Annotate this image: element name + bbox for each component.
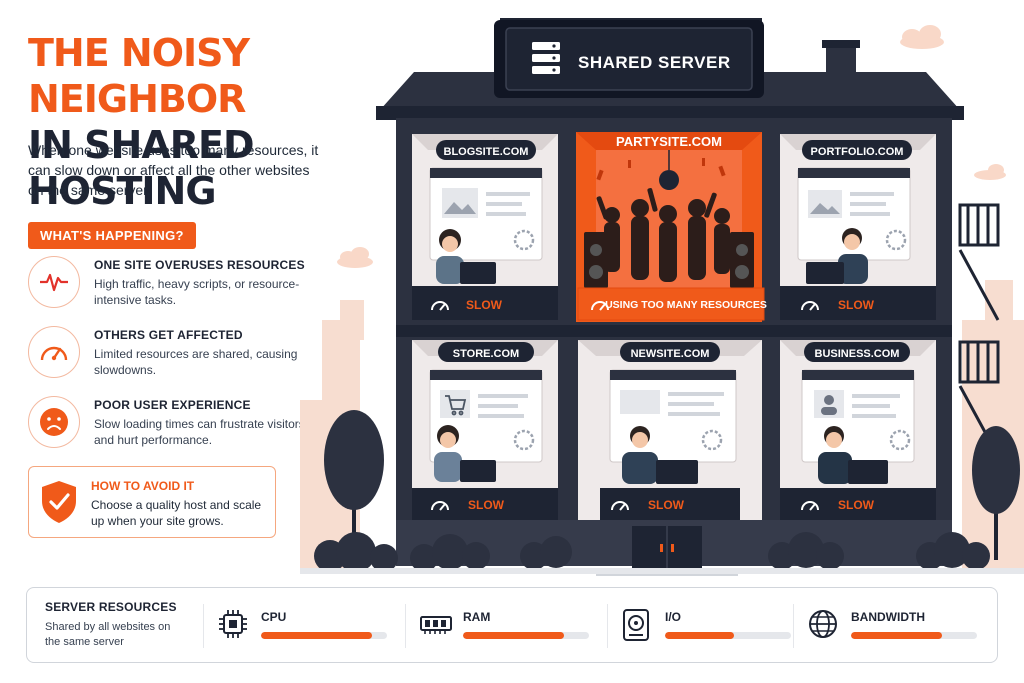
- loading-spinner-icon: [889, 429, 911, 451]
- shared-server-building-illustration: SHARED SERVER BLOGSITE.COM SLOW: [300, 18, 1024, 576]
- usage-fill: [851, 632, 942, 639]
- ram-module-icon: [419, 608, 453, 645]
- server-resources-panel: SERVER RESOURCES Shared by all websites …: [26, 587, 998, 663]
- server-rack-icon: [532, 42, 560, 74]
- fire-escape: [958, 203, 1000, 457]
- speedometer-icon: [28, 326, 80, 378]
- point-experience: POOR USER EXPERIENCE Slow loading times …: [28, 396, 328, 456]
- avoid-desc: Choose a quality host and scale up when …: [91, 498, 262, 528]
- cloud-decoration: [337, 25, 1006, 268]
- room-partysite: PARTYSITE.COM USING TOO MANY RESOURCES: [576, 132, 767, 322]
- cpu-chip-icon: [217, 608, 249, 645]
- room-store: STORE.COM SLOW: [412, 340, 558, 520]
- status-badge: SLOW: [838, 298, 875, 312]
- speedometer-icon: [801, 301, 819, 311]
- sign-text: SHARED SERVER: [578, 53, 731, 72]
- site-label: BUSINESS.COM: [815, 348, 900, 360]
- resource-label: BANDWIDTH: [851, 610, 925, 624]
- how-to-avoid-box: HOW TO AVOID IT Choose a quality host an…: [28, 466, 276, 538]
- tree-right: [972, 426, 1020, 560]
- resource-cpu: CPU: [217, 602, 387, 650]
- status-badge: SLOW: [466, 298, 503, 312]
- resource-label: RAM: [463, 610, 491, 624]
- image-placeholder-icon: [810, 203, 840, 214]
- page-title: THE NOISY NEIGHBOR IN SHARED HOSTING: [28, 30, 388, 214]
- status-badge: SLOW: [468, 498, 505, 512]
- usage-fill: [261, 632, 372, 639]
- heartbeat-icon: [28, 256, 80, 308]
- loading-spinner-icon: [513, 429, 535, 451]
- resource-bandwidth: BANDWIDTH: [807, 602, 977, 650]
- shield-check-icon: [39, 479, 79, 530]
- disco-ball-icon: [659, 170, 679, 190]
- point-overuse: ONE SITE OVERUSES RESOURCES High traffic…: [28, 256, 328, 316]
- user-profile-icon: [821, 395, 837, 415]
- shared-server-sign: SHARED SERVER: [494, 18, 764, 98]
- speedometer-icon: [431, 301, 449, 311]
- site-label: STORE.COM: [453, 348, 519, 360]
- speedometer-icon: [611, 501, 629, 511]
- usage-fill: [665, 632, 735, 639]
- title-line-2: IN SHARED HOSTING: [28, 123, 255, 213]
- speedometer-icon: [591, 301, 609, 311]
- point-desc: Slow loading times can frustrate visitor…: [94, 417, 305, 447]
- point-desc: High traffic, heavy scripts, or resource…: [94, 277, 300, 307]
- ground-line: [300, 568, 1024, 574]
- usage-bar: [261, 632, 387, 639]
- hard-drive-icon: [621, 608, 651, 647]
- loading-spinner-icon: [885, 229, 907, 251]
- speedometer-icon: [801, 501, 819, 511]
- image-placeholder-icon: [444, 202, 476, 214]
- speedometer-icon: [431, 501, 449, 511]
- point-title: OTHERS GET AFFECTED: [94, 328, 243, 342]
- point-title: POOR USER EXPERIENCE: [94, 398, 251, 412]
- whats-happening-label: WHAT'S HAPPENING?: [28, 222, 196, 249]
- site-label: BLOGSITE.COM: [444, 146, 529, 158]
- room-blogsite: BLOGSITE.COM SLOW: [412, 134, 558, 320]
- shopping-cart-icon: [445, 395, 467, 416]
- status-badge: SLOW: [648, 498, 685, 512]
- usage-bar: [851, 632, 977, 639]
- resource-label: CPU: [261, 610, 287, 624]
- loading-spinner-icon: [701, 429, 723, 451]
- site-label: PORTFOLIO.COM: [811, 146, 904, 158]
- bushes: [314, 532, 990, 572]
- resource-ram: RAM: [419, 602, 589, 650]
- intro-text: When one website uses too many resources…: [28, 142, 319, 198]
- site-label: NEWSITE.COM: [631, 348, 710, 360]
- point-affected: OTHERS GET AFFECTED Limited resources ar…: [28, 326, 328, 386]
- room-business: BUSINESS.COM SLOW: [780, 340, 936, 520]
- image-placeholder-icon: [620, 390, 660, 414]
- resources-desc: Shared by all websites on the same serve…: [45, 621, 171, 648]
- room-newsite: NEWSITE.COM SLOW: [578, 340, 762, 520]
- loading-spinner-icon: [513, 229, 535, 251]
- resource-io: I/O: [621, 602, 791, 650]
- resource-label: I/O: [665, 610, 682, 624]
- avoid-title: HOW TO AVOID IT: [91, 479, 195, 493]
- point-title: ONE SITE OVERUSES RESOURCES: [94, 258, 305, 272]
- room-portfolio: PORTFOLIO.COM SLOW: [780, 134, 936, 320]
- sad-face-icon: [28, 396, 80, 448]
- point-desc: Limited resources are shared, causing sl…: [94, 347, 298, 377]
- usage-bar: [665, 632, 791, 639]
- status-badge: USING TOO MANY RESOURCES: [605, 299, 767, 311]
- globe-icon: [807, 608, 839, 645]
- title-line-1: THE NOISY NEIGHBOR: [28, 31, 250, 121]
- usage-bar: [463, 632, 589, 639]
- resources-title: SERVER RESOURCES: [45, 600, 177, 614]
- site-label: PARTYSITE.COM: [616, 134, 722, 149]
- usage-fill: [463, 632, 564, 639]
- tree-left: [324, 410, 384, 560]
- status-badge: SLOW: [838, 498, 875, 512]
